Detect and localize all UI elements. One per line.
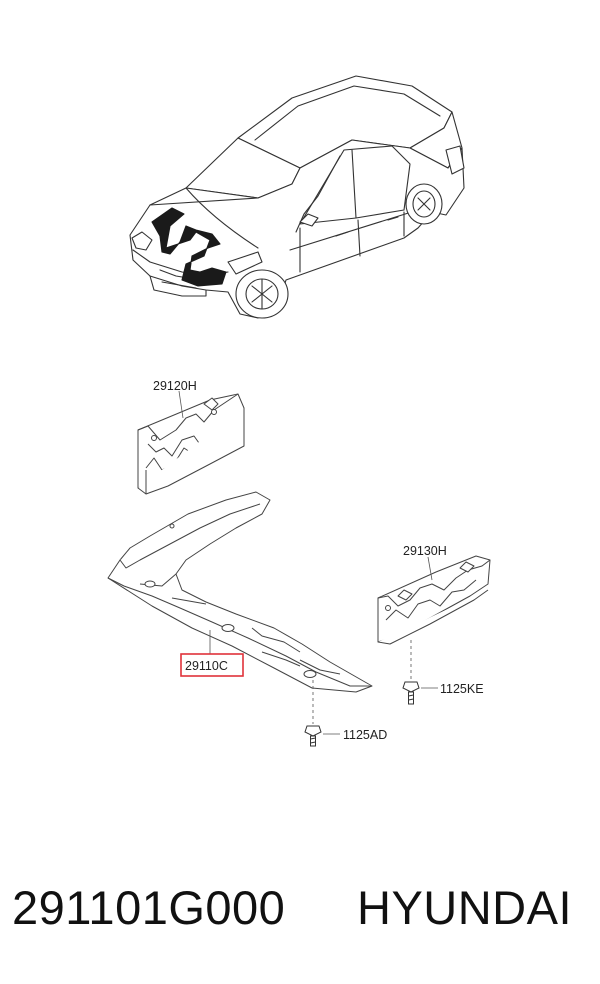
side-cover-part xyxy=(377,555,491,645)
leader-upper-cover xyxy=(178,390,184,419)
upper-cover-part xyxy=(137,393,245,495)
brand-name: HYUNDAI xyxy=(357,881,573,934)
part-number: 291101G000 xyxy=(12,881,286,934)
callout-upper-cover: 29120H xyxy=(153,379,197,393)
callout-main-cover: 29110C xyxy=(185,659,228,673)
parts-diagram: 29120H 29110C 29130H 1125KE xyxy=(107,75,491,747)
callout-bolt-side: 1125KE xyxy=(440,682,484,696)
car-illustration xyxy=(129,75,465,319)
part-footer: 291101G000 HYUNDAI xyxy=(0,872,600,962)
leader-side-cover xyxy=(427,556,433,581)
callout-highlight-box xyxy=(180,653,244,677)
bolt-side xyxy=(402,681,420,705)
main-under-cover-part xyxy=(107,491,373,693)
callout-bolt-main: 1125AD xyxy=(343,728,387,742)
bolt-main xyxy=(304,725,322,747)
callout-side-cover: 29130H xyxy=(403,544,447,558)
